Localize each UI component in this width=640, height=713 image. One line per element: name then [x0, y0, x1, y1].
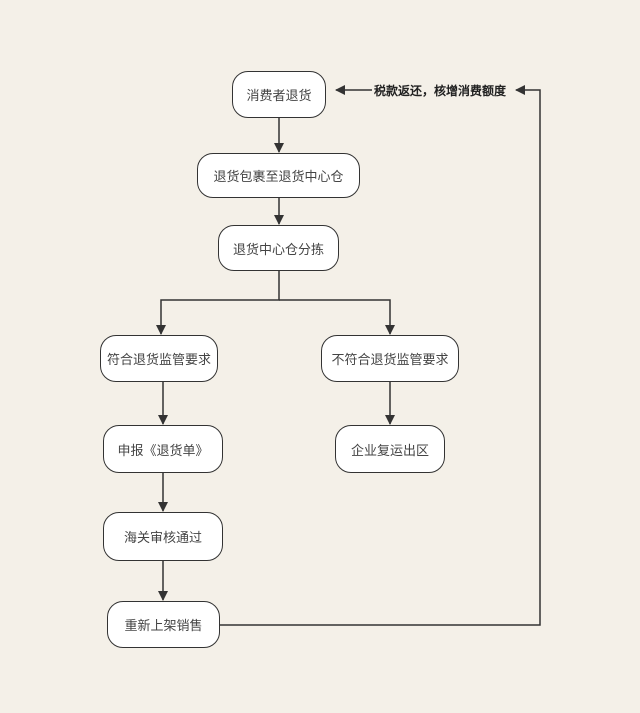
node-re-export: 企业复运出区: [335, 425, 445, 473]
feedback-label: 税款返还，核增消费额度: [374, 84, 507, 98]
node-relist: 重新上架销售: [107, 601, 220, 648]
node-consumer-return: 消费者退货: [232, 71, 326, 118]
feedback-line: [220, 85, 541, 626]
node-to-return-center: 退货包裹至退货中心仓: [197, 153, 360, 198]
branch-line: [156, 271, 280, 335]
node-sorting: 退货中心仓分拣: [218, 225, 339, 271]
node-non-compliant: 不符合退货监管要求: [321, 335, 459, 382]
node-declare: 申报《退货单》: [103, 425, 223, 473]
branch-line-right: [279, 299, 395, 335]
node-customs-approved: 海关审核通过: [103, 512, 223, 561]
node-compliant: 符合退货监管要求: [100, 335, 218, 382]
